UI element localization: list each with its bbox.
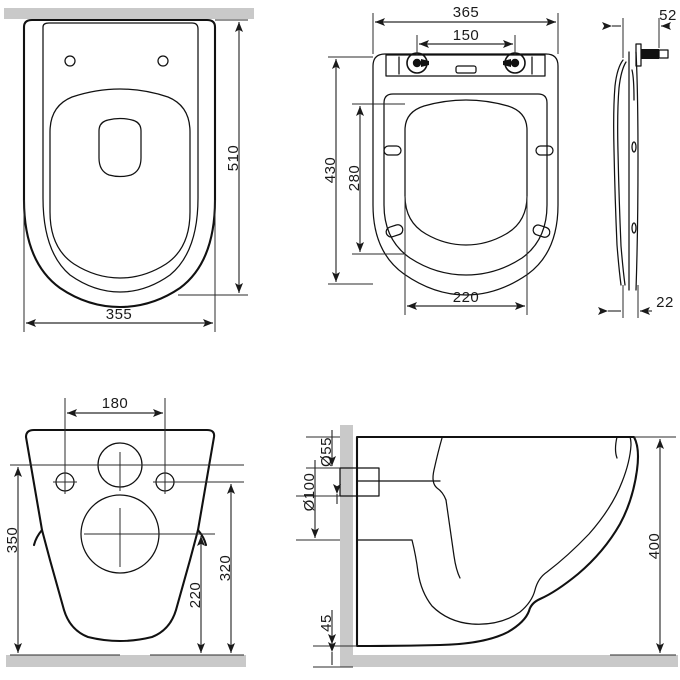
bumper-slot-bottom-left (385, 224, 404, 238)
pan-rear-notch-right (196, 528, 208, 547)
lid-profile (613, 59, 624, 286)
dimension-150: 150 (416, 27, 516, 55)
floor-bar-bottom-right (343, 655, 678, 667)
dimension-label-510: 510 (225, 145, 242, 172)
wall-bar-vertical (340, 425, 353, 667)
bowl-throat-line (356, 436, 632, 625)
pan-outer-outline (22, 18, 217, 309)
hinge-plate (385, 54, 546, 77)
flush-aperture (98, 117, 142, 178)
profile-bumper-upper (631, 141, 637, 153)
dimension-180: 180 (64, 395, 166, 470)
dimension-220-rear: 220 (150, 533, 215, 656)
fixing-hole-left (64, 55, 76, 67)
hinge-bolt-left (406, 52, 429, 74)
dimension-52: 52 (602, 7, 677, 58)
view-plan-top: 510 355 (22, 18, 248, 332)
seat-profile-mid (631, 69, 635, 101)
bowl-inner-wall (445, 499, 461, 579)
view-seat-plan: 365 150 430 280 220 (322, 4, 559, 315)
dimension-label-150: 150 (453, 27, 480, 44)
dimension-dia55: Ø55 (306, 430, 340, 469)
floor-bar-bottom-left (6, 655, 246, 667)
fixing-hole-right (157, 55, 169, 67)
inlet-connection-box (339, 467, 380, 497)
profile-bumper-lower (631, 222, 637, 234)
dimension-355: 355 (23, 200, 216, 332)
seat-profile-back (635, 51, 639, 291)
dimension-label-dia55: Ø55 (318, 437, 335, 467)
dimension-365: 365 (372, 4, 559, 54)
dimension-280: 280 (346, 103, 405, 255)
dimension-label-220-rear: 220 (187, 582, 204, 609)
bowl-opening (49, 88, 191, 279)
dimension-45: 45 (313, 610, 357, 668)
dimension-label-430: 430 (322, 157, 339, 184)
dimension-label-180: 180 (102, 395, 129, 412)
dimension-label-52: 52 (659, 7, 677, 24)
dimension-label-350: 350 (4, 527, 21, 554)
seat-aperture (404, 99, 528, 246)
dimension-400: 400 (610, 436, 676, 656)
wall-bar-top-left (4, 8, 254, 19)
hinge-bracket-body (641, 49, 659, 59)
dimension-label-dia100: Ø100 (301, 473, 318, 512)
dimension-label-22: 22 (656, 294, 674, 311)
view-side-section: Ø55 Ø100 45 400 (296, 430, 676, 668)
bolt-hole-left (53, 470, 77, 494)
bolt-hole-right (153, 470, 177, 494)
inlet-circle-rear (24, 442, 244, 491)
dimension-510: 510 (178, 19, 248, 296)
dimension-220-seat: 220 (404, 196, 528, 315)
seat-ring-outer (383, 93, 548, 276)
bowl-rim-right (614, 436, 618, 459)
hinge-bolt-right (503, 52, 526, 74)
dimension-label-355: 355 (106, 306, 133, 323)
hinge-bracket-pin (658, 49, 669, 59)
dimension-350: 350 (4, 464, 120, 656)
dimension-22: 22 (598, 285, 674, 318)
hatch-bars (4, 8, 678, 667)
dimension-label-220-seat: 220 (453, 289, 480, 306)
view-rear: 180 350 320 220 (4, 395, 244, 656)
dimension-label-280: 280 (346, 165, 363, 192)
dimension-label-365: 365 (453, 4, 480, 21)
pan-rear-outline (24, 428, 216, 643)
hinge-centre-tab (455, 65, 477, 74)
pan-inner-rim (42, 22, 199, 293)
view-seat-side-profile: 52 22 (598, 7, 677, 318)
dimension-label-400: 400 (646, 533, 663, 560)
pan-side-outline (355, 435, 640, 648)
seat-cover-outline (372, 53, 559, 296)
dimension-label-320: 320 (217, 555, 234, 582)
lid-profile-inner (617, 61, 627, 286)
dimension-dia100: Ø100 (296, 460, 341, 541)
bumper-slot-bottom-right (532, 224, 551, 238)
bumper-slot-top-right (535, 145, 554, 156)
bowl-rim-line (432, 437, 447, 501)
bumper-slot-top-left (383, 145, 402, 156)
pan-rear-notch-left (32, 528, 44, 547)
dimension-label-45: 45 (318, 614, 335, 632)
dimension-430: 430 (322, 56, 373, 285)
